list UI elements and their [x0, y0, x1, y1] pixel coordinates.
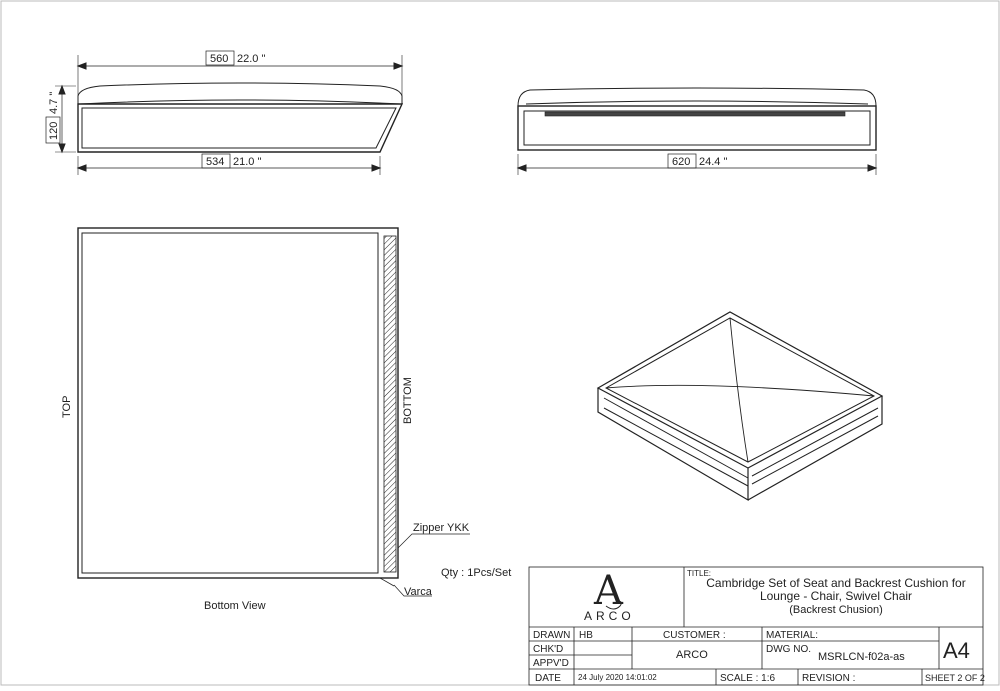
qty-label: Qty : 1Pcs/Set	[441, 567, 511, 579]
appvd-label: APPV'D	[533, 658, 569, 669]
side-view	[516, 87, 878, 175]
customer-value: ARCO	[676, 649, 708, 661]
scale-label: SCALE : 1:6	[720, 673, 775, 684]
front-bottom-in: 21.0 "	[233, 156, 261, 168]
customer-label: CUSTOMER :	[663, 630, 726, 641]
varca-label: Varca	[404, 586, 433, 598]
title-block	[528, 566, 984, 686]
drawn-label: DRAWN	[533, 630, 570, 641]
arco-logo-swirl	[605, 600, 622, 610]
sheet-size: A4	[943, 638, 970, 663]
date-value: 24 July 2020 14:01:02	[578, 673, 657, 682]
material-label: MATERIAL:	[766, 630, 818, 641]
bottom-view-caption: Bottom View	[204, 600, 266, 612]
isometric-view	[596, 311, 884, 502]
front-width-in: 22.0 "	[237, 53, 265, 65]
bottom-label: BOTTOM	[402, 377, 414, 424]
front-width-mm: 560	[210, 53, 228, 65]
zipper-label: Zipper YKK	[413, 522, 470, 534]
arco-logo-text: ARCO	[584, 609, 635, 623]
front-bottom-mm-box	[201, 153, 231, 169]
title-label: TITLE:	[687, 569, 711, 578]
front-view	[55, 55, 404, 175]
side-width-mm: 620	[672, 156, 690, 168]
revision-label: REVISION :	[802, 673, 855, 684]
front-bottom-mm: 534	[206, 156, 224, 168]
arco-logo-letter: A	[593, 568, 624, 614]
date-label: DATE	[535, 673, 561, 684]
front-height-mm-box	[45, 116, 61, 144]
side-width-in: 24.4 "	[699, 156, 727, 168]
dwg-no-label: DWG NO.	[766, 644, 811, 655]
scale-label-text: SCALE :	[720, 673, 761, 684]
chkd-label: CHK'D	[533, 644, 563, 655]
sheet-number: SHEET 2 OF 2	[925, 673, 985, 683]
front-height-in: 4.7 "	[48, 92, 60, 114]
front-width-mm-box	[205, 50, 235, 66]
top-label: TOP	[61, 396, 73, 418]
side-width-mm-box	[667, 153, 697, 169]
title-line2: Lounge - Chair, Swivel Chair	[760, 589, 912, 603]
drawn-value: HB	[579, 630, 593, 641]
title-line3: (Backrest Chusion)	[789, 604, 883, 616]
front-height-mm: 120	[48, 122, 60, 140]
scale-value: 1:6	[761, 673, 775, 684]
dwg-no-value: MSRLCN-f02a-as	[818, 651, 905, 663]
bottom-view	[77, 227, 470, 597]
title-line1: Cambridge Set of Seat and Backrest Cushi…	[706, 576, 965, 590]
